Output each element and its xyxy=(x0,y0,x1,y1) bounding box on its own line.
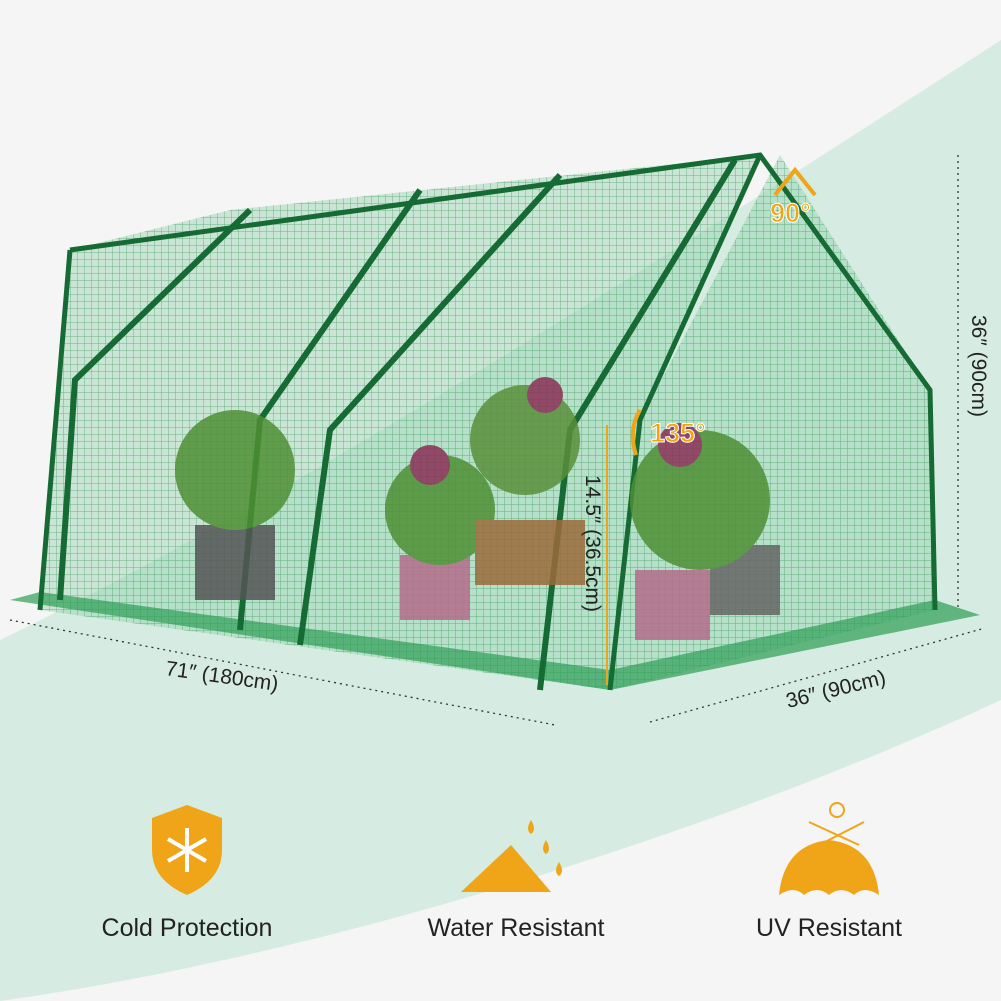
roof-angle-label: 90° xyxy=(770,198,812,229)
plants xyxy=(175,377,780,640)
feature-cold-protection: Cold Protection xyxy=(57,800,317,943)
height-label: 36″ (90cm) xyxy=(967,315,990,417)
snowflake-shield-icon xyxy=(152,805,222,895)
dimension-lines xyxy=(9,155,986,726)
sun-umbrella-icon xyxy=(779,802,879,895)
feature-water-resistant: Water Resistant xyxy=(386,800,646,943)
water-drops-icon xyxy=(461,820,562,892)
greenhouse xyxy=(10,152,980,691)
feature-label: Water Resistant xyxy=(427,914,605,942)
feature-uv-resistant: UV Resistant xyxy=(699,800,959,943)
wall-angle-label: 135° xyxy=(650,418,707,449)
feature-label: Cold Protection xyxy=(101,914,273,942)
wall-height-label: 14.5″ (36.5cm) xyxy=(581,475,604,612)
feature-label: UV Resistant xyxy=(756,914,902,942)
